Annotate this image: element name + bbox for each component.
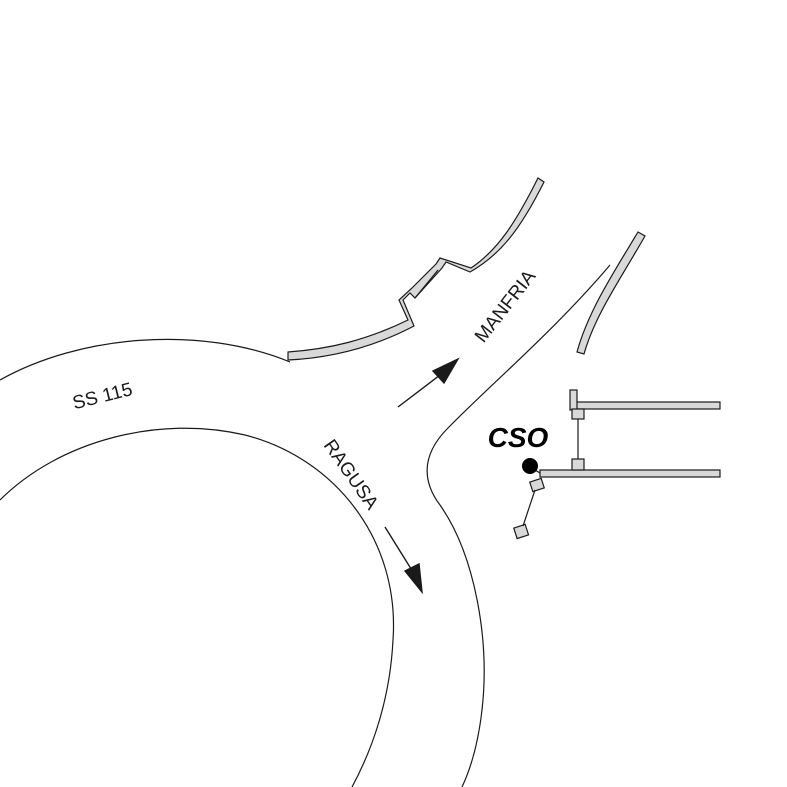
diagonal-block-top (528, 477, 546, 493)
lower-horizontal-wall (539, 469, 721, 478)
upper-vertical-post (569, 389, 578, 411)
upper-square-block (571, 408, 585, 420)
ragusa-arrow-shaft (384, 526, 414, 573)
road-inner-edge (0, 427, 395, 787)
east-curved-wall (576, 231, 646, 355)
road-outer-edge-east (426, 264, 611, 787)
cso-point-marker (522, 458, 538, 474)
road-outer-edge-west (0, 338, 291, 381)
road-edges (0, 264, 611, 787)
manfria-arrow-shaft (397, 371, 445, 408)
diagonal-block-bottom (512, 523, 530, 540)
ragusa-arrow-head (403, 562, 423, 595)
structures (287, 177, 721, 540)
manfria-arrow-head (431, 357, 460, 385)
direction-arrows (384, 357, 460, 595)
lower-square-block (571, 458, 585, 471)
upper-horizontal-wall (571, 401, 721, 410)
point-label-cso: CSO (488, 422, 549, 453)
north-curved-wall (287, 177, 545, 361)
diagonal-connector (522, 489, 536, 527)
north-wall-connector-a (414, 269, 439, 299)
